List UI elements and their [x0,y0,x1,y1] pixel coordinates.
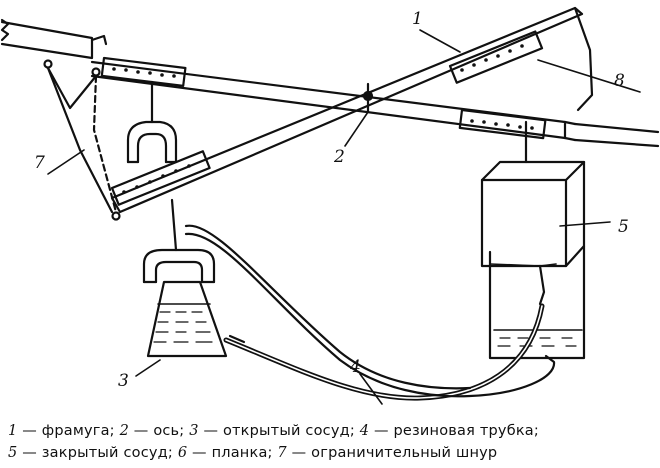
legend-num-3: 3 [189,423,199,439]
fixed-frame-bar [90,60,660,148]
legend-text-5: — закрытый сосуд; [17,445,178,461]
legend-text-1: — фрамуга; [17,423,120,439]
leader-lines [47,29,641,405]
legend-text-7: — ограничительный шнур [286,445,498,461]
label-3: 3 [118,371,129,391]
legend-num-7: 7 [277,445,287,461]
label-1: 1 [412,9,423,29]
upper-window-frame [0,18,108,60]
legend-text-6: — планка; [187,445,278,461]
plate-transom-upper [448,30,544,84]
legend-num-4: 4 [359,423,370,439]
label-4: 4 [349,357,361,377]
legend-text-3: — открытый сосуд; [198,423,360,439]
closed-vessel [480,120,586,360]
label-2: 2 [333,147,345,167]
hanger-upper-left [126,80,178,252]
plate-transom-lower [110,150,211,206]
legend-line-1: 1 — фрамуга; 2 — ось; 3 — открытый сосуд… [0,420,660,442]
legend-line-2: 5 — закрытый сосуд; 6 — планка; 7 — огра… [0,442,660,464]
window-transom-mechanism-diagram: 1 8 2 7 5 3 4 [0,6,660,405]
legend-num-2: 2 [119,423,129,439]
legend-num-6: 6 [177,445,188,461]
limiting-cord [43,59,121,221]
legend-text-4: — резиновая трубка; [369,423,539,439]
transom-frame [110,6,594,214]
label-8: 8 [614,71,625,91]
figure-legend: 1 — фрамуга; 2 — ось; 3 — открытый сосуд… [0,420,660,464]
label-7: 7 [34,153,45,173]
legend-text-2: — ось; [129,423,190,439]
label-5: 5 [618,217,629,237]
legend-num-1: 1 [8,423,18,439]
plate-right-lower [458,108,547,140]
plate-top-left [100,56,187,87]
pivot-axis [362,82,374,114]
rubber-tube [184,224,556,401]
legend-num-5: 5 [8,445,18,461]
open-vessel [142,248,228,358]
